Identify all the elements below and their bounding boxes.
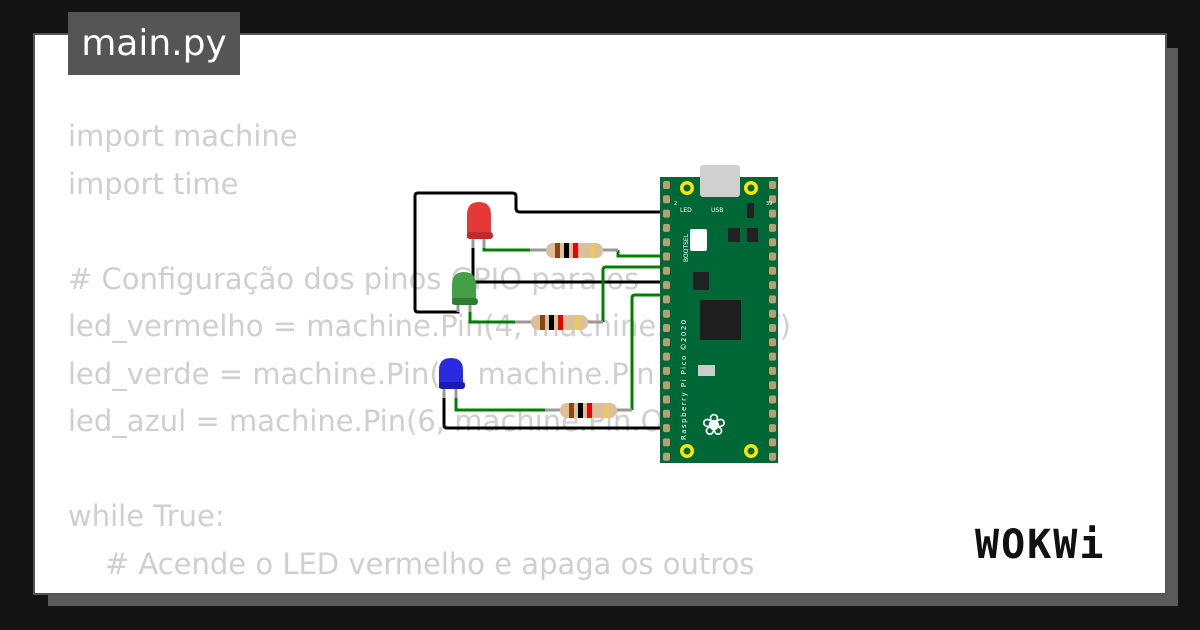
code-line: # Acende o LED vermelho e apaga os outro… <box>68 546 755 581</box>
raspberry-pi-pico[interactable]: ❀ LED USB 2 39 BOOTSEL Raspberry Pi Pico… <box>660 165 778 463</box>
header-pin[interactable] <box>769 324 776 332</box>
header-pin[interactable] <box>663 438 670 447</box>
header-pin[interactable] <box>663 238 670 247</box>
svg-text:BOOTSEL: BOOTSEL <box>683 233 690 262</box>
svg-text:USB: USB <box>711 207 723 214</box>
header-pin[interactable] <box>663 295 670 304</box>
header-pin[interactable] <box>663 281 670 290</box>
resistor <box>546 243 603 258</box>
header-pin[interactable] <box>769 223 776 232</box>
header-pin[interactable] <box>769 281 776 290</box>
svg-text:39: 39 <box>766 201 772 207</box>
header-pin[interactable] <box>663 424 670 433</box>
header-pin[interactable] <box>769 252 776 261</box>
header-pin[interactable] <box>663 409 670 418</box>
header-pin[interactable] <box>769 438 776 447</box>
header-pin[interactable] <box>769 395 776 404</box>
usb-port <box>700 165 740 197</box>
code-line: # Configuração dos pinos GPIO para os <box>68 261 640 296</box>
led-blue[interactable] <box>439 358 465 398</box>
wire-sig-green-b <box>601 265 667 322</box>
code-line: while True: <box>68 499 225 533</box>
header-pin[interactable] <box>769 424 776 433</box>
header-pin[interactable] <box>663 181 670 189</box>
resistor <box>560 403 617 418</box>
header-pin[interactable] <box>663 352 670 361</box>
header-pin[interactable] <box>663 324 670 332</box>
header-pin[interactable] <box>769 309 776 318</box>
header-pin[interactable] <box>663 195 670 204</box>
wokwi-logo: WOKWi <box>975 522 1106 568</box>
header-pin[interactable] <box>769 366 776 375</box>
wire-sig-green-a <box>468 305 515 324</box>
header-pin[interactable] <box>769 195 776 204</box>
header-pin[interactable] <box>769 338 776 347</box>
svg-text:Raspberry Pi Pico ©2020: Raspberry Pi Pico ©2020 <box>680 318 688 440</box>
ground-wires <box>413 191 667 430</box>
raspberry-logo-icon: ❀ <box>701 408 726 443</box>
header-pin[interactable] <box>769 181 776 189</box>
header-pin[interactable] <box>769 266 776 275</box>
wire-sig-blue-b <box>630 293 667 410</box>
header-pin[interactable] <box>663 223 670 232</box>
svg-text:2: 2 <box>674 201 677 207</box>
code-line: led_verde = machine.Pin(5, machine.Pin <box>68 356 655 391</box>
header-pin[interactable] <box>769 295 776 304</box>
header-pin[interactable] <box>663 266 670 275</box>
wire-sig-red-a <box>482 245 530 252</box>
header-pin[interactable] <box>663 338 670 347</box>
svg-text:LED: LED <box>680 207 692 214</box>
header-pin[interactable] <box>769 209 776 218</box>
header-pin[interactable] <box>769 352 776 361</box>
header-pin[interactable] <box>663 309 670 318</box>
code-line: import machine <box>68 119 298 153</box>
header-pin[interactable] <box>663 381 670 390</box>
wire-sig-red-b <box>616 250 667 258</box>
header-pin[interactable] <box>663 366 670 375</box>
led-green[interactable] <box>452 272 478 312</box>
file-tab[interactable]: main.py <box>68 12 240 75</box>
resistor <box>531 315 588 330</box>
header-pin[interactable] <box>769 238 776 247</box>
wire-sig-blue-a <box>454 395 545 412</box>
led-red[interactable] <box>467 202 493 248</box>
header-pin[interactable] <box>769 452 776 461</box>
header-pin[interactable] <box>663 252 670 261</box>
header-pin[interactable] <box>769 409 776 418</box>
code-line: import time <box>68 166 239 201</box>
wire-gnd-3 <box>442 395 667 430</box>
header-pin[interactable] <box>663 452 670 461</box>
header-pin[interactable] <box>663 395 670 404</box>
header-pin[interactable] <box>769 381 776 390</box>
header-pin[interactable] <box>663 209 670 218</box>
wire-gnd-1 <box>413 191 667 314</box>
